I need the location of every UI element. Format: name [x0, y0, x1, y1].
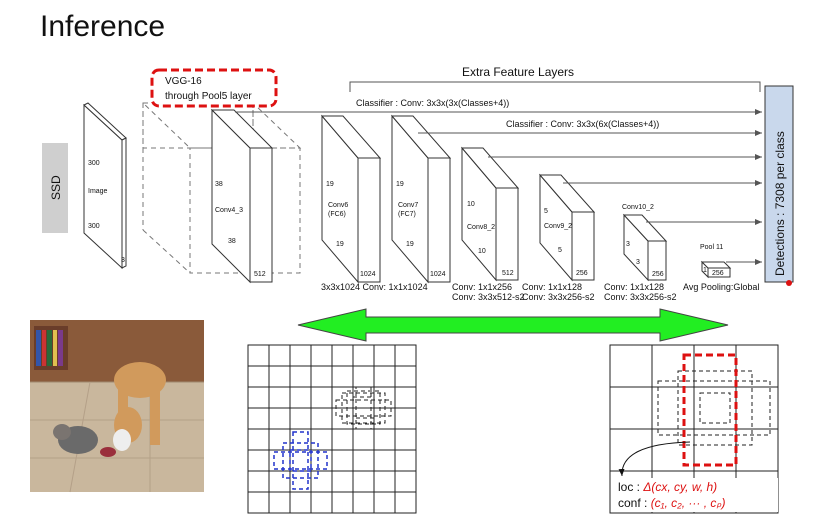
conv6-depth: 1024	[360, 271, 376, 278]
layer-label-conv6-7: 3x3x1024 Conv: 1x1x1024	[321, 282, 428, 292]
conv10-2-block: Conv10_2 3 3 256	[622, 204, 668, 282]
conv7-size-a: 19	[396, 181, 404, 188]
image-height-label: 300	[88, 223, 100, 230]
extra-layers-label: Extra Feature Layers	[462, 65, 574, 79]
conv7-depth: 1024	[430, 271, 446, 278]
conv6-size-b: 19	[336, 241, 344, 248]
default-boxes-black	[335, 386, 392, 430]
conv9-size-a: 5	[544, 208, 548, 215]
extra-layers-bracket	[349, 81, 761, 92]
default-boxes-4x4	[657, 370, 771, 446]
loc-value: Δ(cx, cy, w, h)	[642, 480, 717, 494]
vgg-callout-box	[150, 68, 278, 108]
conv7-name: Conv7	[398, 202, 418, 209]
detections-box	[764, 85, 794, 283]
vgg-callout-line1: VGG-16	[165, 76, 202, 87]
conv8-2-block: 10 Conv8_2 10 512	[460, 146, 520, 282]
ssd-label-box	[42, 143, 68, 233]
conv7-block: 19 Conv7 (FC7) 19 1024	[390, 114, 452, 284]
slide-title: Inference	[40, 10, 166, 43]
cat-dog-photo	[30, 320, 204, 493]
conv10-depth: 256	[652, 271, 664, 278]
conv6-block: 19 Conv6 (FC6) 19 1024	[320, 114, 382, 284]
conf-label: conf :	[618, 496, 651, 510]
conv8-size-a: 10	[467, 201, 475, 208]
conv7-sub: (FC7)	[398, 211, 416, 218]
loc-label: loc :	[618, 480, 643, 494]
ssd-label: SSD	[49, 175, 63, 200]
matched-box-red	[682, 353, 738, 467]
loc-conf-legend-bg	[612, 478, 778, 512]
feature-map-8x8	[247, 344, 417, 514]
image-input-block: 300 Image 300 3	[83, 102, 127, 270]
conv10-name: Conv10_2	[622, 204, 654, 211]
conv6-size-a: 19	[326, 181, 334, 188]
red-dot-marker	[786, 280, 792, 286]
conv4-size-b: 38	[228, 238, 236, 245]
loc-line: loc : Δ(cx, cy, w, h)	[618, 480, 717, 494]
conv4-depth: 512	[254, 271, 266, 278]
layer-label-conv8-b: Conv: 3x3x512-s2	[452, 292, 525, 302]
conv6-name: Conv6	[328, 202, 348, 209]
conv10-size-b: 3	[636, 259, 640, 266]
layer-label-conv9-a: Conv: 1x1x128	[522, 282, 582, 292]
image-depth-label: 3	[121, 257, 125, 264]
layer-label-conv10-b: Conv: 3x3x256-s2	[604, 292, 677, 302]
green-double-arrow	[297, 308, 729, 342]
conf-line: conf : (c₁, c₂, ··· , cₚ)	[618, 496, 726, 510]
conv8-depth: 512	[502, 270, 514, 277]
layer-label-conv10-a: Conv: 1x1x128	[604, 282, 664, 292]
conv7-size-b: 19	[406, 241, 414, 248]
default-boxes-blue	[273, 431, 328, 490]
vgg-callout-line2: through Pool5 layer	[165, 91, 252, 102]
image-name-label: Image	[88, 188, 108, 195]
layer-label-conv8-a: Conv: 1x1x256	[452, 282, 512, 292]
loc-pointer-arrow	[618, 441, 691, 477]
image-width-label: 300	[88, 160, 100, 167]
conv4-name: Conv4_3	[215, 207, 243, 214]
conv4-size-a: 38	[215, 181, 223, 188]
pool11-block: Pool 11 1 256	[700, 244, 732, 279]
conv9-2-block: 5 Conv9_2 5 256	[538, 173, 596, 282]
conv8-size-b: 10	[478, 248, 486, 255]
conv9-size-b: 5	[558, 247, 562, 254]
conv9-name: Conv9_2	[544, 223, 572, 230]
pool11-size: 1	[703, 267, 707, 274]
conv4-3-block: 38 Conv4_3 38 512	[210, 108, 274, 284]
classifier-2-label: Classifier : Conv: 3x3x(6x(Classes+4))	[506, 119, 659, 129]
pool11-depth: 256	[712, 270, 724, 277]
conf-value: (c₁, c₂, ··· , cₚ)	[651, 496, 726, 510]
layer-label-pool11: Avg Pooling:Global	[683, 282, 759, 292]
conv10-size-a: 3	[626, 241, 630, 248]
conv9-depth: 256	[576, 270, 588, 277]
conv8-name: Conv8_2	[467, 224, 495, 231]
layer-label-conv9-b: Conv: 3x3x256-s2	[522, 292, 595, 302]
classifier-1-label: Classifier : Conv: 3x3x(3x(Classes+4))	[356, 98, 509, 108]
conv6-sub: (FC6)	[328, 211, 346, 218]
detections-label: Detections : 7308 per class	[773, 131, 787, 276]
pool11-name: Pool 11	[700, 244, 723, 251]
